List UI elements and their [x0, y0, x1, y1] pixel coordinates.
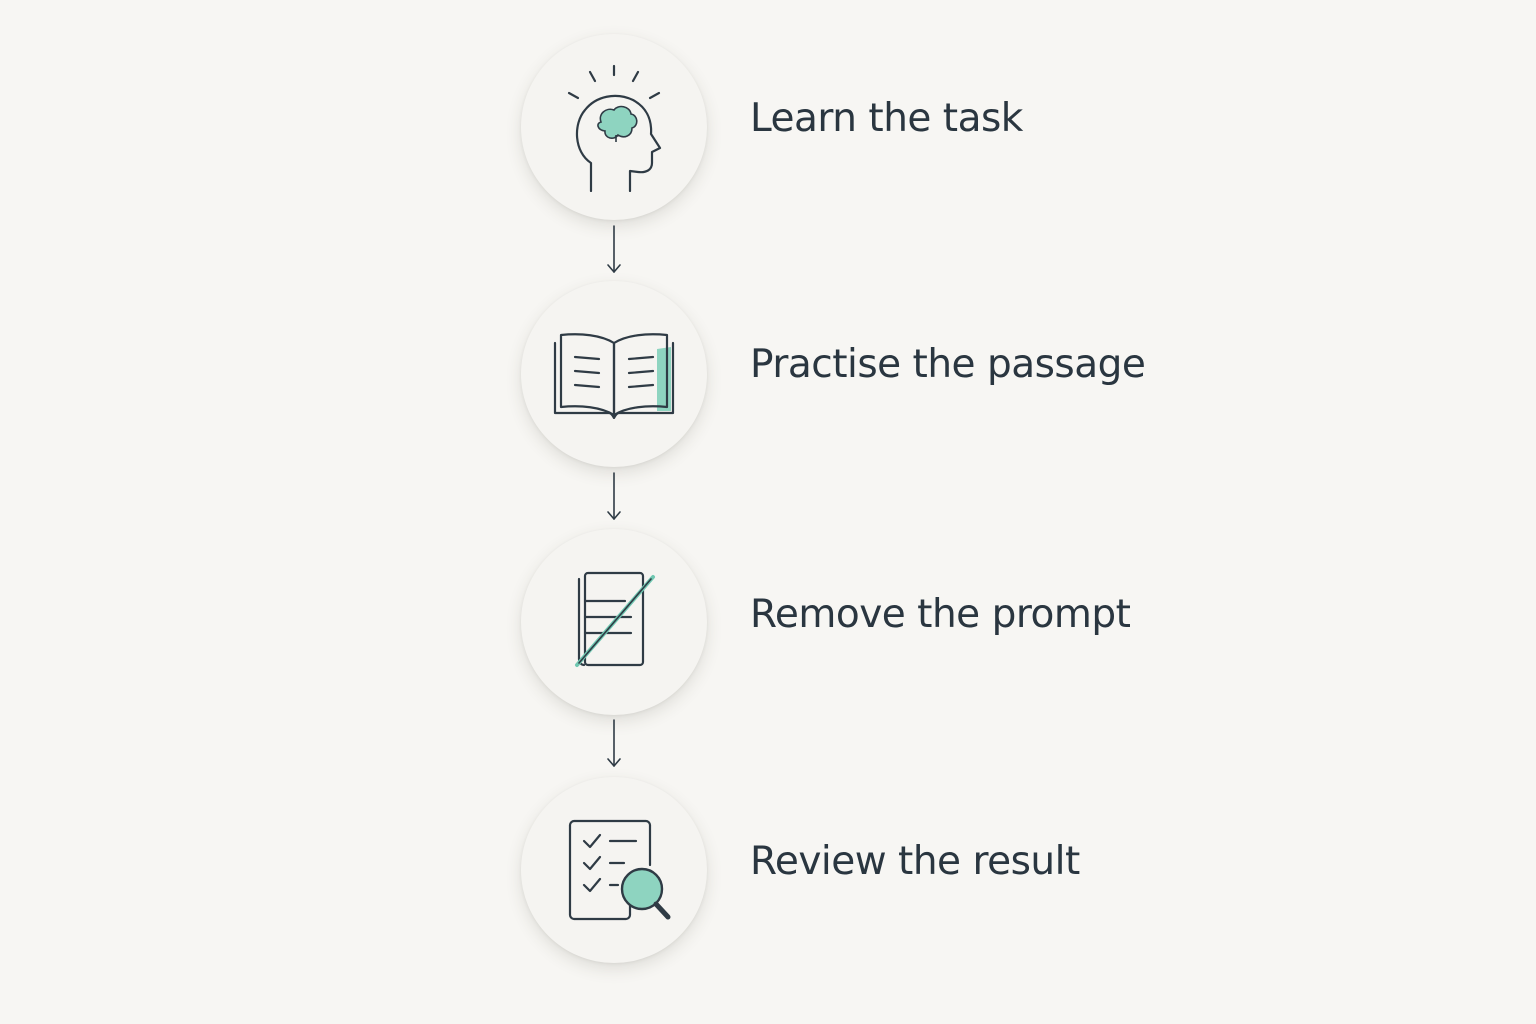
document-crossed-out-icon — [575, 571, 655, 667]
step-node-practise — [521, 281, 707, 467]
checklist-magnifier-icon — [568, 819, 671, 921]
step-label-review: Review the result — [750, 839, 1080, 884]
step-label-practise: Practise the passage — [750, 342, 1146, 387]
head-brain-icon — [567, 64, 662, 192]
step-label-learn: Learn the task — [750, 96, 1023, 141]
open-book-icon — [553, 333, 675, 419]
arrow-down-icon — [607, 225, 621, 273]
step-node-learn — [521, 34, 707, 220]
step-node-remove — [521, 529, 707, 715]
step-label-remove: Remove the prompt — [750, 592, 1131, 637]
step-node-review — [521, 777, 707, 963]
arrow-down-icon — [607, 719, 621, 767]
arrow-down-icon — [607, 472, 621, 520]
